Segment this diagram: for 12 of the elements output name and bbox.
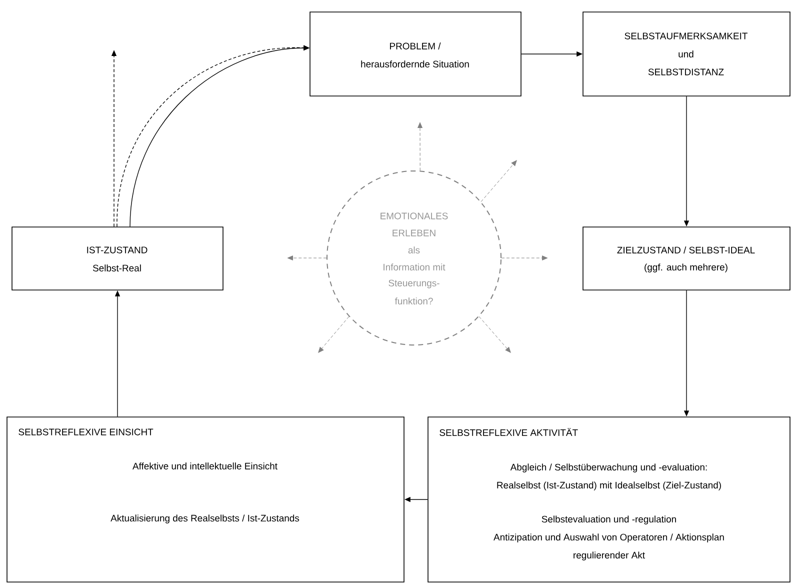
process-box: ZIELZUSTAND / SELBST-IDEAL (ggf. auch mehrere) [582, 226, 790, 290]
dashed-arrow [318, 316, 350, 353]
dashed-arrow [478, 316, 511, 353]
process-box: SELBSTREFLEXIVE EINSICHT Affektive und intellektuelle Einsicht Aktualisierung des Realselbsts / Ist-Zustands [6, 416, 404, 582]
dashed-arrow [287, 256, 327, 260]
dashed-arrow [480, 160, 517, 202]
dashed-arrow [418, 122, 422, 171]
process-box: SELBSTAUFMERKSAMKEIT und SELBSTDISTANZ [582, 12, 790, 96]
process-box: PROBLEM / herausfordernde Situation [310, 12, 522, 96]
process-box: SELBSTREFLEXIVE AKTIVITÄT Abgleich / Selbstüberwachung und -evaluation: Realselbst (Ist-Zustand) mit Idealselbst (Ziel-Zustand) Selbstevaluation und -regulation Antizipation und Auswahl von Operatoren / Aktionsplan regulierender Akt [428, 416, 790, 582]
dashed-arrow [501, 256, 548, 260]
process-box: IST-ZUSTAND Selbst-Real [12, 226, 224, 290]
